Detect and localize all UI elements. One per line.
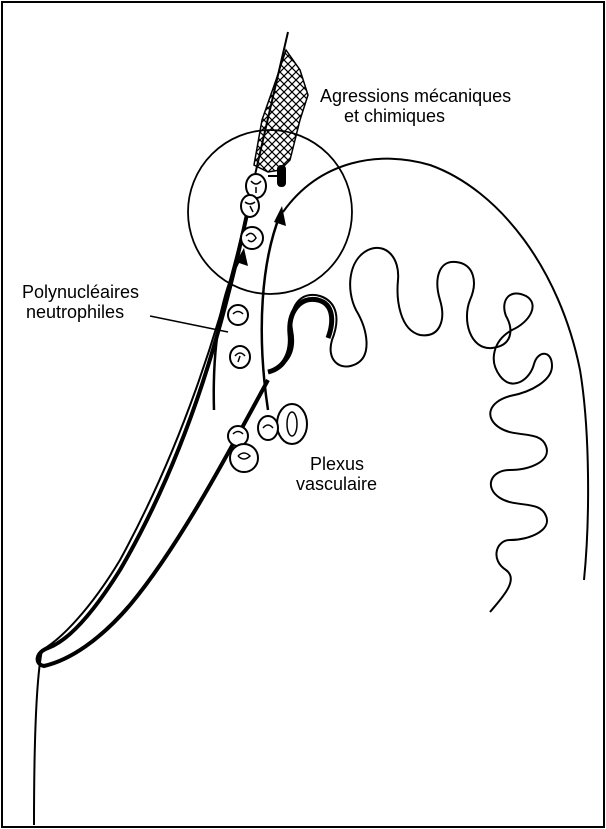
neutrophil-leader-line bbox=[150, 316, 228, 332]
label-plexus-line1: Plexus bbox=[310, 454, 364, 474]
plexus-cell bbox=[258, 416, 278, 440]
neutrophil-cell bbox=[228, 305, 248, 325]
label-agressions-line1: Agressions mécaniques bbox=[320, 86, 511, 106]
plaque-deposit-hatch bbox=[254, 50, 308, 172]
connective-tissue-wavy-line bbox=[268, 248, 552, 612]
gingiva-outer-contour bbox=[283, 159, 588, 580]
migration-arrow-right-shaft bbox=[262, 215, 280, 410]
neutrophil-cell bbox=[241, 227, 263, 249]
label-polynucleaires-line2: neutrophiles bbox=[26, 302, 124, 322]
label-agressions-line2: et chimiques bbox=[344, 106, 445, 126]
tooth-surface-line bbox=[34, 32, 288, 825]
bacterium-mark bbox=[277, 165, 286, 187]
connective-tissue-thick-segment bbox=[268, 299, 332, 372]
plexus-cell bbox=[230, 444, 258, 472]
plexus-cell bbox=[277, 404, 307, 444]
label-polynucleaires-line1: Polynucléaires bbox=[22, 282, 139, 302]
label-plexus-line2: vasculaire bbox=[296, 474, 377, 494]
plexus-cell bbox=[228, 426, 248, 446]
